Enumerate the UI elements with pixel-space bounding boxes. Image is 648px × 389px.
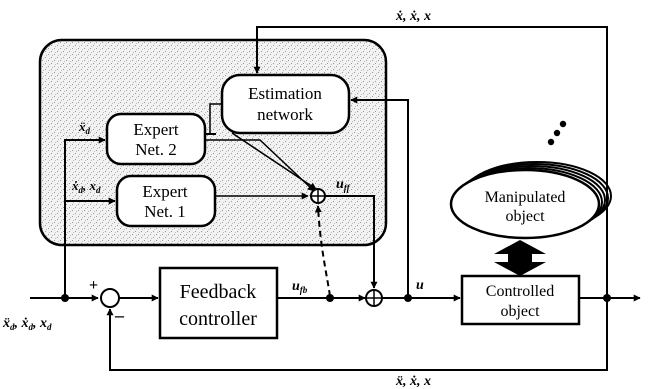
ufb-label: ufb (292, 279, 308, 295)
estimation-network-line2: network (257, 105, 313, 124)
controlled-object-block: Controlled object (460, 274, 581, 326)
expert-net-1-line2: Net. 1 (144, 202, 186, 221)
controlled-object-line2: object (500, 303, 540, 320)
estimation-network-line1: Estimation (248, 84, 322, 103)
plus-sign: + (89, 277, 98, 294)
controlled-object-line1: Controlled (486, 283, 554, 300)
feedback-controller-block: Feedback controller (158, 266, 279, 340)
bottom-feedback-label: ẍ, ẋ, x (395, 374, 431, 389)
top-feedback-line (253, 26, 608, 298)
expert-net-1-line1: Expert (142, 182, 188, 201)
expert1-input-label: ẋd, xd (71, 178, 101, 195)
summing-junction-ff (310, 188, 326, 204)
feedback-controller-line2: controller (179, 308, 257, 330)
summing-junction-2 (365, 289, 383, 307)
expert-net-2-line2: Net. 2 (135, 140, 177, 159)
estimation-to-sum-line (231, 132, 317, 190)
manipulated-object-line2: object (505, 208, 545, 225)
expert-net-2-block: Expert Net. 2 (105, 112, 207, 166)
top-feedback-label: ẋ, ẋ, x (395, 9, 431, 24)
bottom-feedback-line (106, 298, 608, 371)
more-objects-dots (547, 120, 567, 146)
u-label: u (416, 278, 424, 293)
expert-net-1-block: Expert Net. 1 (115, 174, 217, 228)
expert2-input-label: ẍd (78, 119, 91, 136)
reference-input-label: ẍd, ẋd, xd (2, 316, 52, 332)
junction-dot-ufb (326, 294, 334, 302)
expert2-output-line (205, 139, 315, 192)
feedback-controller-line1: Feedback (180, 281, 257, 303)
manipulated-object-stack: Manipulated object (449, 161, 612, 240)
estimation-network-block: Estimation network (220, 73, 351, 135)
interaction-double-arrow (494, 240, 546, 276)
minus-sign: – (114, 305, 125, 325)
estimation-gate-line (209, 103, 222, 134)
uff-label: uff (336, 177, 351, 193)
uff-line (325, 195, 378, 289)
expert-net-2-line1: Expert (133, 120, 179, 139)
u-to-estimation-line (350, 96, 409, 298)
manipulated-object-line1: Manipulated (485, 189, 566, 206)
ref-to-expert2-line (64, 136, 106, 298)
ufb-dashed-line (314, 205, 331, 297)
